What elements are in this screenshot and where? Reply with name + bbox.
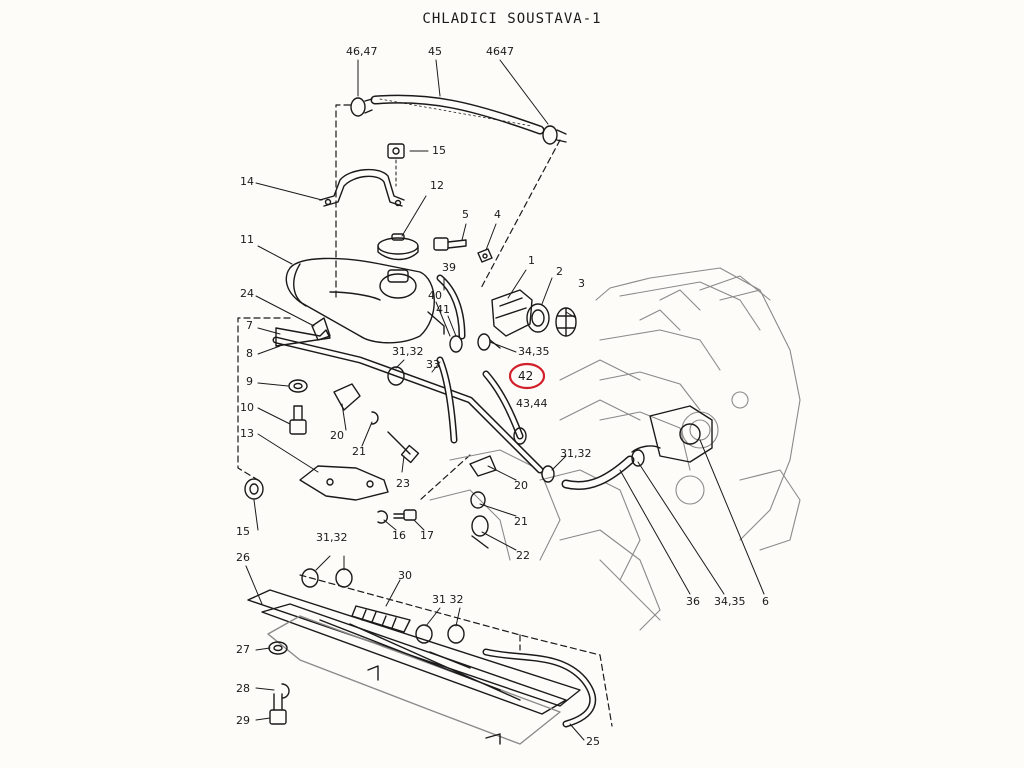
callout-39: 39 (442, 261, 456, 274)
callout-21-right: 21 (514, 515, 528, 528)
callout-28: 28 (236, 682, 250, 695)
callout-2: 2 (556, 265, 563, 278)
hose-clamp-34-35-upper (477, 333, 501, 351)
bracket-20-left (333, 383, 361, 411)
callout-26: 26 (236, 551, 250, 564)
callout-42-highlighted: 42 (518, 369, 534, 383)
callout-13: 13 (240, 427, 254, 440)
callout-21-left: 21 (352, 445, 366, 458)
coolant-pipe-8 (272, 336, 544, 474)
bolt-29 (269, 693, 287, 725)
callout-3: 3 (578, 277, 585, 290)
callout-24: 24 (240, 287, 254, 300)
callout-5: 5 (462, 208, 469, 221)
callout-20-left: 20 (330, 429, 344, 442)
bolt-17 (393, 509, 417, 521)
hose-clamp-31-32-lower (541, 465, 555, 483)
callout-30: 30 (398, 569, 412, 582)
filler-cap-12 (377, 233, 419, 261)
pipe-bracket-7 (275, 327, 331, 347)
callout-1: 1 (528, 254, 535, 267)
hose-clamp-41 (449, 335, 463, 353)
callout-6: 6 (762, 595, 769, 608)
sleeve-22 (471, 515, 489, 549)
clip-16 (377, 510, 388, 524)
radiator-hose-25 (482, 648, 597, 728)
bolt-10 (289, 405, 307, 435)
pipe-bracket-24 (311, 317, 331, 341)
callout-15-left: 15 (236, 525, 250, 538)
callout-36: 36 (686, 595, 700, 608)
clip-21-right (470, 491, 486, 509)
callout-23: 23 (396, 477, 410, 490)
lower-hose-36 (561, 455, 635, 490)
expansion-tank-11 (285, 257, 445, 344)
callout-4: 4 (494, 208, 501, 221)
callout-8: 8 (246, 347, 253, 360)
callout-31-32-bottom-right: 31 32 (432, 593, 464, 606)
hose-clamp-31-32-mid (387, 366, 405, 386)
callout-27: 27 (236, 643, 250, 656)
hose-clamp-31-32-bottom-right (415, 624, 465, 644)
washer-9 (288, 379, 308, 393)
hose-33 (436, 356, 458, 444)
bolt-23 (387, 431, 420, 464)
callout-41: 41 (436, 303, 450, 316)
washer-4 (477, 248, 493, 263)
callout-15-top: 15 (432, 144, 446, 157)
tank-strap-14 (319, 169, 405, 207)
callout-29: 29 (236, 714, 250, 727)
hose-clamp-46-right (542, 125, 567, 145)
callout-22: 22 (516, 549, 530, 562)
water-pump-6 (631, 405, 713, 463)
callout-33: 33 (426, 358, 440, 371)
clip-21-left (371, 411, 379, 425)
mount-bracket-13 (299, 465, 389, 501)
engine-block (429, 267, 801, 631)
diagram-title: CHLADICI SOUSTAVA-1 (422, 11, 602, 27)
bracket-20-right (469, 455, 497, 477)
hose-clamp-34-35-lower (631, 449, 645, 467)
callout-20-right: 20 (514, 479, 528, 492)
thermostat-housing-1 (491, 289, 533, 337)
upper-hose-45 (370, 94, 545, 135)
callout-9: 9 (246, 375, 253, 388)
highlight-circle-42 (508, 362, 546, 390)
callout-31-32-lower: 31,32 (560, 447, 592, 460)
gasket-2 (526, 303, 550, 333)
callout-12: 12 (430, 179, 444, 192)
leader-lines (245, 59, 765, 741)
callout-25: 25 (586, 735, 600, 748)
callout-14: 14 (240, 175, 254, 188)
nut-15-top (387, 143, 405, 159)
callout-17: 17 (420, 529, 434, 542)
callout-31-32-mid: 31,32 (392, 345, 424, 358)
callout-34-35-upper: 34,35 (518, 345, 550, 358)
clip-28 (281, 683, 290, 699)
radiator-26 (247, 589, 581, 745)
nut-15-left (244, 478, 264, 500)
callout-43-44: 43,44 (516, 397, 548, 410)
callout-34-35-lower: 34,35 (714, 595, 746, 608)
callout-11: 11 (240, 233, 254, 246)
callout-10: 10 (240, 401, 254, 414)
hose-clamp-46-left (350, 97, 373, 117)
callout-31-32-bottom-left: 31,32 (316, 531, 348, 544)
callout-45: 45 (428, 45, 442, 58)
bolt-5 (433, 237, 467, 251)
sponge-30 (351, 605, 411, 633)
callout-40: 40 (428, 289, 442, 302)
callout-46-47-left: 46,47 (346, 45, 378, 58)
assembly-boundary-lines (237, 104, 613, 727)
hose-clamp-43-44 (513, 427, 527, 445)
callout-46-47-right: 4647 (486, 45, 514, 58)
callout-7: 7 (246, 319, 253, 332)
thermostat-3 (555, 307, 577, 337)
callout-16: 16 (392, 529, 406, 542)
